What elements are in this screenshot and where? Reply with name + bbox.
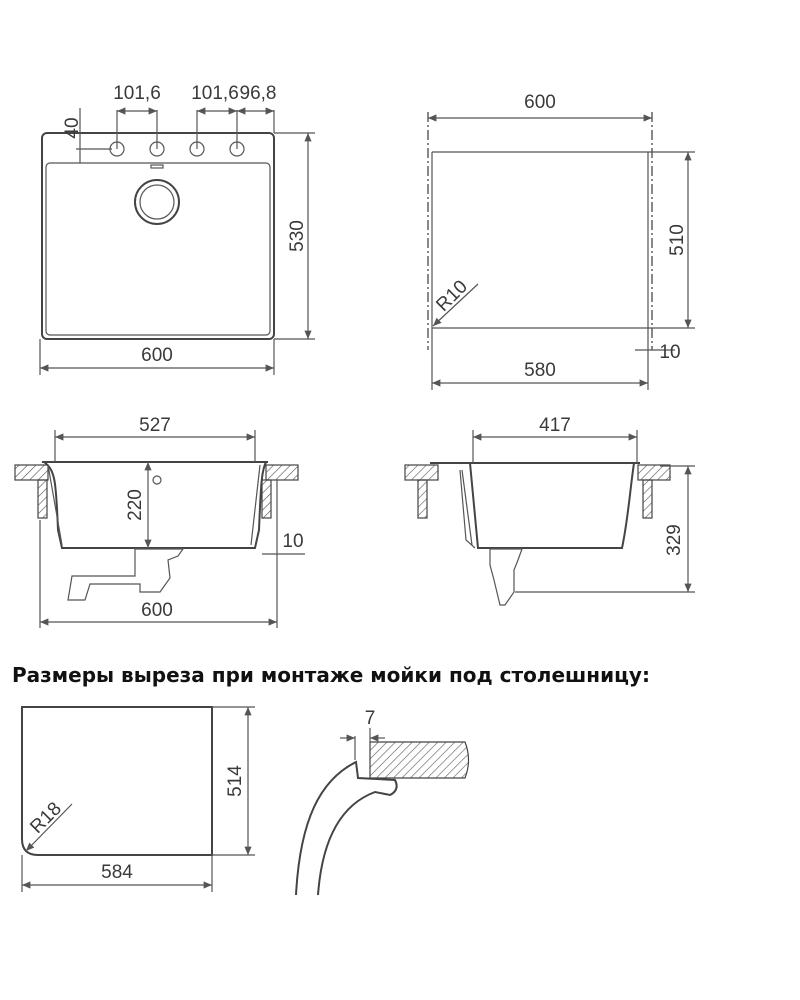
dim-width: 600 (141, 345, 173, 366)
front-section: 527 220 600 10 (14, 415, 305, 628)
dim-hole-spacing-2: 101,6 (191, 83, 239, 104)
dim-undermount-radius: R18 (26, 798, 65, 837)
dim-cut-width: 580 (524, 360, 556, 381)
dim-bowl-depth: 220 (125, 489, 146, 521)
dim-outer-width: 600 (524, 92, 556, 113)
edge-profile: 7 (295, 708, 470, 896)
dim-cut-depth: 510 (667, 224, 688, 256)
dim-overall-height: 329 (664, 524, 685, 556)
dim-undermount-width: 584 (101, 862, 133, 883)
tap-holes (109, 141, 245, 157)
undermount-cutout: 514 584 R18 (21, 706, 255, 892)
top-view: 101,6 101,6 96,8 40 530 600 (39, 83, 315, 375)
side-section: 417 329 (404, 415, 695, 606)
dim-offset: 10 (282, 531, 303, 552)
undermount-heading: Размеры выреза при монтаже мойки под сто… (12, 663, 650, 687)
dim-bowl-width: 527 (139, 415, 171, 436)
dim-radius: R10 (432, 276, 471, 315)
dim-edge-offset: 7 (365, 708, 376, 729)
dim-side-bowl-width: 417 (539, 415, 571, 436)
dim-margin: 10 (659, 342, 680, 363)
dim-undermount-depth: 514 (225, 765, 246, 797)
dim-hole-offset: 40 (62, 117, 83, 138)
dim-overall-width: 600 (141, 600, 173, 621)
cutout-view: 600 510 580 10 R10 (427, 92, 695, 390)
drain-icon (134, 179, 180, 225)
dim-hole-spacing-1: 101,6 (113, 83, 161, 104)
dim-hole-spacing-3: 96,8 (240, 83, 277, 104)
dim-depth: 530 (287, 220, 308, 252)
